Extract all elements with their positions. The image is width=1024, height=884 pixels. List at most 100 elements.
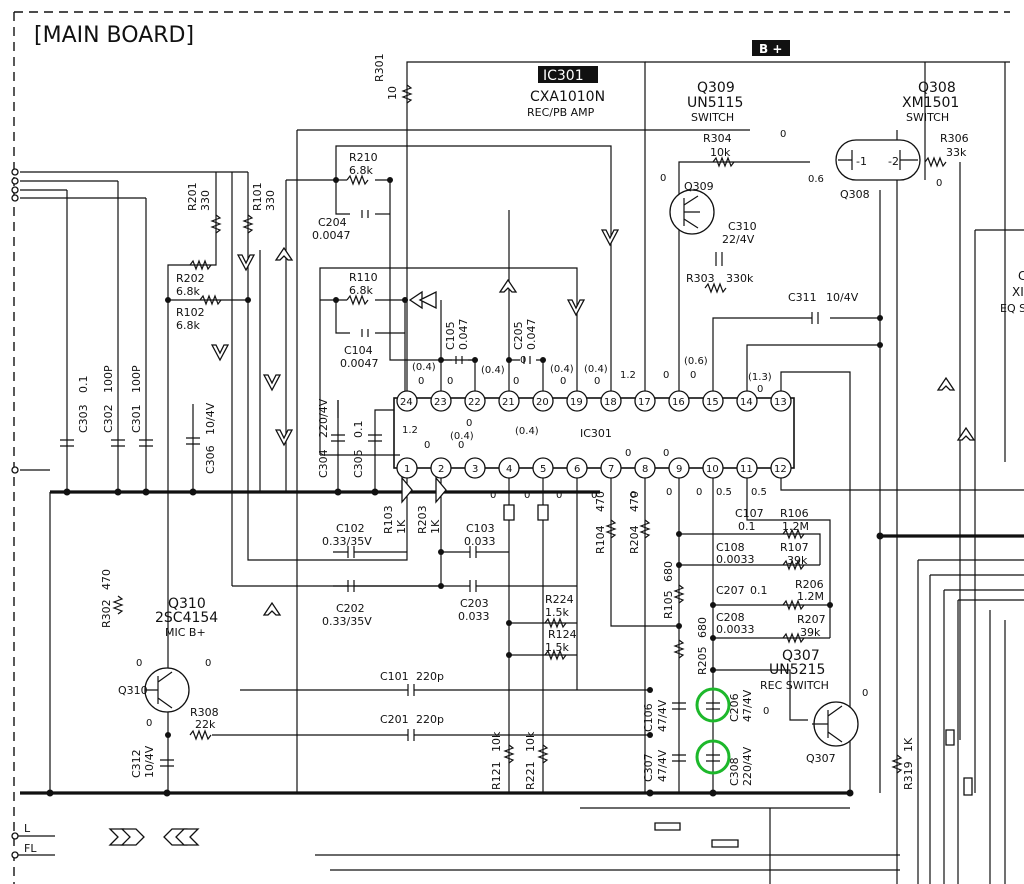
pin-13: 13 <box>774 397 787 408</box>
highlight-c206 <box>695 687 731 723</box>
pin-18: 18 <box>604 397 617 408</box>
svg-text:47/4V: 47/4V <box>741 689 754 722</box>
right-partial-1: C <box>1018 269 1024 283</box>
q309-body: Q309 <box>684 180 714 193</box>
svg-text:0: 0 <box>660 173 666 184</box>
pin-20: 20 <box>536 397 549 408</box>
svg-text:22k: 22k <box>195 718 216 731</box>
q310-ref: Q310 <box>168 596 206 612</box>
svg-text:1.5k: 1.5k <box>545 641 569 654</box>
transistor-voltages: 0 0.6 0 0 0 0 0 0 0 <box>136 129 942 729</box>
left-components <box>66 172 442 793</box>
svg-text:10/4V: 10/4V <box>204 402 217 435</box>
svg-text:C206: C206 <box>728 693 741 722</box>
right-partial-3: EQ S <box>1000 302 1024 315</box>
svg-text:0.033: 0.033 <box>458 610 490 623</box>
svg-text:C108: C108 <box>716 541 745 554</box>
svg-text:0: 0 <box>520 355 526 366</box>
pin-4: 4 <box>506 464 512 475</box>
svg-text:R210: R210 <box>349 151 378 164</box>
svg-text:C312: C312 <box>130 749 143 778</box>
svg-text:0.1: 0.1 <box>77 376 90 394</box>
svg-text:C305: C305 <box>352 449 365 478</box>
svg-text:1.2: 1.2 <box>620 370 636 381</box>
svg-text:0: 0 <box>594 376 600 387</box>
conn-fl-label: FL <box>24 842 37 855</box>
svg-text:1.2M: 1.2M <box>782 520 809 533</box>
conn-l-label: L <box>24 822 31 835</box>
q310-role: MIC B+ <box>165 626 206 639</box>
svg-text:C205: C205 <box>512 321 525 350</box>
svg-text:220/4V: 220/4V <box>317 398 330 438</box>
svg-text:R124: R124 <box>548 628 577 641</box>
svg-text:10k: 10k <box>490 731 503 752</box>
svg-text:R104: R104 <box>594 525 607 554</box>
svg-text:0.0033: 0.0033 <box>716 623 755 636</box>
svg-text:R105: R105 <box>662 590 675 619</box>
ic301-top-pins: 24 23 22 21 20 19 18 17 16 15 14 13 <box>396 390 792 412</box>
svg-text:6.8k: 6.8k <box>349 284 373 297</box>
svg-text:C103: C103 <box>466 522 495 535</box>
svg-text:680: 680 <box>662 561 675 582</box>
svg-text:R302: R302 <box>100 599 113 628</box>
svg-text:0: 0 <box>780 129 786 140</box>
pin-14: 14 <box>740 397 753 408</box>
ic-bottom-voltages: 0 0 0 0 0 0 0 0 0 0 0.5 0.5 0 <box>424 440 767 501</box>
q308-symbol <box>835 139 921 181</box>
svg-text:C201: C201 <box>380 713 409 726</box>
svg-text:(1.3): (1.3) <box>748 372 772 383</box>
svg-text:0: 0 <box>862 688 868 699</box>
svg-text:10k: 10k <box>524 731 537 752</box>
svg-text:C306: C306 <box>204 445 217 474</box>
q308-part: XM1501 <box>902 95 959 111</box>
pin-11: 11 <box>740 464 753 475</box>
bplus-tag <box>752 40 790 56</box>
svg-text:0: 0 <box>696 487 702 498</box>
q309-symbol <box>669 189 715 235</box>
svg-text:(0.4): (0.4) <box>481 365 505 376</box>
q309-ref: Q309 <box>697 80 735 96</box>
svg-text:470: 470 <box>100 569 113 590</box>
svg-text:0.033: 0.033 <box>464 535 496 548</box>
q307-body: Q307 <box>806 752 836 765</box>
svg-text:680: 680 <box>696 617 709 638</box>
svg-text:C308: C308 <box>728 757 741 786</box>
svg-text:(0.4): (0.4) <box>550 364 574 375</box>
q309-part: UN5115 <box>687 95 743 111</box>
svg-text:R303: R303 <box>686 272 715 285</box>
svg-text:C104: C104 <box>344 344 373 357</box>
pin-3: 3 <box>472 464 478 475</box>
svg-text:R101: R101 <box>251 182 264 211</box>
svg-text:(0.4): (0.4) <box>450 431 474 442</box>
svg-text:C102: C102 <box>336 522 365 535</box>
svg-text:R301: R301 <box>373 53 386 82</box>
svg-text:C106: C106 <box>642 703 655 732</box>
svg-text:C203: C203 <box>460 597 489 610</box>
svg-text:0: 0 <box>424 440 430 451</box>
svg-text:0: 0 <box>136 658 142 669</box>
svg-text:R207: R207 <box>797 613 826 626</box>
board-title: [MAIN BOARD] <box>34 23 194 48</box>
left-connector <box>11 168 248 859</box>
q307-ref: Q307 <box>782 648 820 664</box>
svg-text:0: 0 <box>146 718 152 729</box>
ic301-ref: IC301 <box>543 68 584 84</box>
svg-text:R202: R202 <box>176 272 205 285</box>
svg-text:R319: R319 <box>902 761 915 790</box>
ic301-center-label: IC301 <box>580 427 612 440</box>
pin-16: 16 <box>672 397 685 408</box>
svg-text:220/4V: 220/4V <box>741 746 754 786</box>
right-rails <box>315 62 1024 884</box>
svg-text:C202: C202 <box>336 602 365 615</box>
pin-19: 19 <box>570 397 583 408</box>
svg-text:0: 0 <box>666 487 672 498</box>
svg-text:470: 470 <box>628 491 641 512</box>
pin-8: 8 <box>642 464 648 475</box>
svg-text:0: 0 <box>524 490 530 501</box>
svg-text:0: 0 <box>763 706 769 717</box>
svg-text:0: 0 <box>690 370 696 381</box>
q310-symbol <box>144 667 190 713</box>
svg-text:220p: 220p <box>416 670 444 683</box>
svg-text:0: 0 <box>663 448 669 459</box>
pin-23: 23 <box>434 397 447 408</box>
